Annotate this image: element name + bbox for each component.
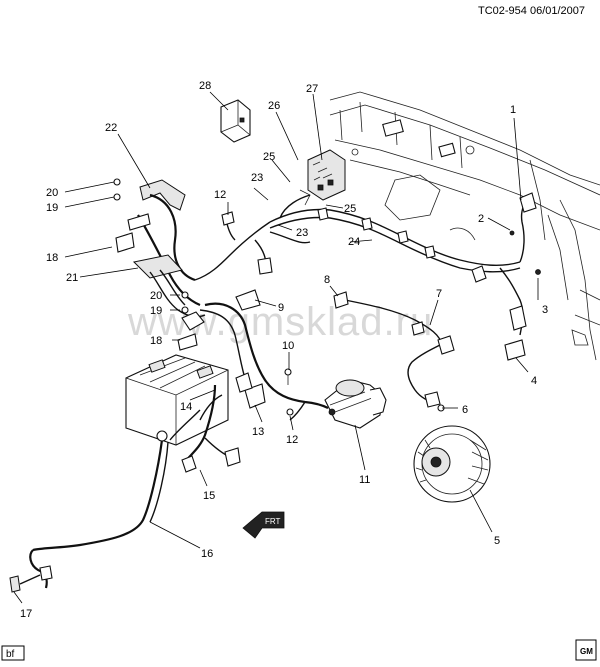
- engine-harness: [194, 192, 541, 361]
- callout-25b: 25: [344, 203, 356, 215]
- generator: [413, 425, 491, 503]
- starter-cables: [199, 289, 329, 421]
- callout-12a: 12: [214, 189, 226, 201]
- callout-17: 17: [20, 608, 32, 620]
- gm-logo: GM: [575, 639, 597, 661]
- callout-8: 8: [324, 274, 330, 286]
- callout-18b: 18: [150, 335, 162, 347]
- control-module: [220, 99, 251, 143]
- callout-23a: 23: [251, 172, 263, 184]
- callout-14: 14: [180, 401, 192, 413]
- starter-motor: [324, 379, 387, 429]
- callout-22: 22: [105, 122, 117, 134]
- callout-6: 6: [462, 404, 468, 416]
- firewall-structure: [329, 91, 600, 361]
- callout-3: 3: [542, 304, 548, 316]
- callout-20b: 20: [150, 290, 162, 302]
- underhood-fuse-block: [299, 149, 346, 206]
- callout-26: 26: [268, 100, 280, 112]
- callout-23b: 23: [296, 227, 308, 239]
- callout-28: 28: [199, 80, 211, 92]
- diagram-code: TC02-954 06/01/2007: [478, 5, 585, 17]
- battery: [125, 354, 229, 446]
- callout-13: 13: [252, 426, 264, 438]
- callout-19a: 19: [46, 202, 58, 214]
- callout-27: 27: [306, 83, 318, 95]
- callout-10: 10: [282, 340, 294, 352]
- generator-harness: [344, 299, 455, 412]
- callouts: 1 2 3 4 5 6 7 8 9 10 11 12 12 13 14 15 1…: [20, 80, 548, 620]
- callout-24: 24: [348, 236, 360, 248]
- callout-9: 9: [278, 302, 284, 314]
- negative-battery-cable: [9, 409, 201, 593]
- callout-18a: 18: [46, 252, 58, 264]
- callout-25a: 25: [263, 151, 275, 163]
- callout-16: 16: [201, 548, 213, 560]
- callout-21: 21: [66, 272, 78, 284]
- front-arrow-label: FRT: [265, 517, 281, 526]
- ground-cable: [181, 372, 253, 473]
- callout-7: 7: [436, 288, 442, 300]
- callout-4: 4: [531, 375, 537, 387]
- bf-badge: bf: [1, 645, 25, 661]
- callout-11: 11: [359, 474, 370, 486]
- callout-2: 2: [478, 213, 484, 225]
- gm-logo-text: GM: [580, 647, 593, 656]
- front-arrow-icon: FRT: [242, 511, 285, 539]
- callout-12b: 12: [286, 434, 298, 446]
- callout-1: 1: [510, 104, 516, 116]
- callout-5: 5: [494, 535, 500, 547]
- callout-19b: 19: [150, 305, 162, 317]
- callout-20a: 20: [46, 187, 58, 199]
- bf-badge-text: bf: [6, 649, 15, 660]
- callout-15: 15: [203, 490, 215, 502]
- leader-lines: [13, 91, 539, 604]
